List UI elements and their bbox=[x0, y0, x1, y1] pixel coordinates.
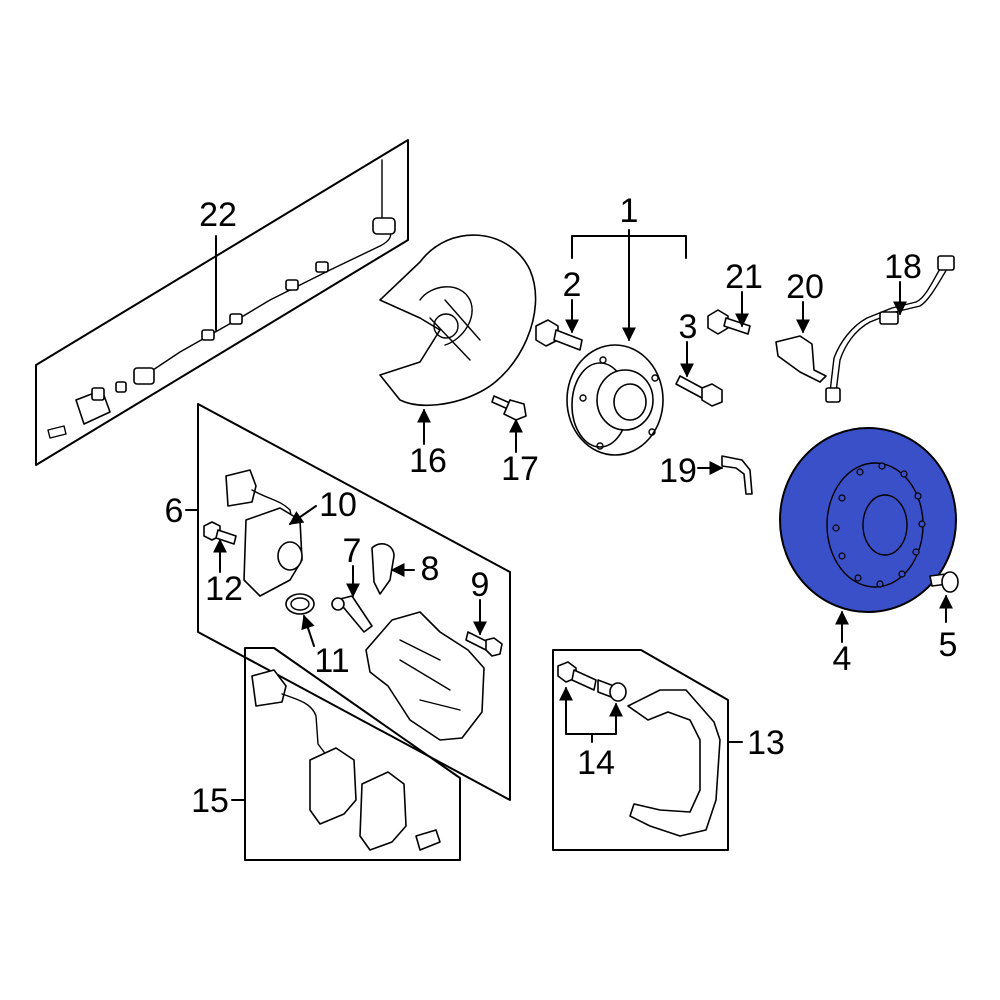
callout-8[interactable]: 8 bbox=[421, 550, 440, 588]
group-22-wheel-speed-sensor bbox=[35, 139, 409, 466]
group-6-caliper-assembly bbox=[197, 403, 511, 801]
callout-9[interactable]: 9 bbox=[471, 566, 490, 604]
part-17-bolt bbox=[491, 395, 527, 421]
callout-20[interactable]: 20 bbox=[786, 268, 824, 306]
part-18-brake-hose bbox=[825, 255, 955, 403]
part-3-bolt bbox=[675, 375, 723, 407]
part-16-dust-shield bbox=[379, 234, 537, 407]
callout-5[interactable]: 5 bbox=[939, 626, 958, 664]
callout-2[interactable]: 2 bbox=[563, 266, 582, 304]
part-4-brake-rotor bbox=[779, 427, 957, 613]
callout-3[interactable]: 3 bbox=[679, 308, 698, 346]
part-2-hub-bolt bbox=[535, 319, 583, 351]
part-5-rotor-screw bbox=[929, 571, 959, 593]
part-19-clip bbox=[721, 455, 753, 495]
callout-11[interactable]: 11 bbox=[314, 642, 349, 680]
callout-7[interactable]: 7 bbox=[343, 532, 362, 570]
rotor-bolt-holes bbox=[832, 462, 926, 588]
callout-15[interactable]: 15 bbox=[191, 782, 229, 820]
part-21-bolt bbox=[707, 309, 751, 335]
callout-22[interactable]: 22 bbox=[199, 196, 237, 234]
callout-16[interactable]: 16 bbox=[409, 442, 447, 480]
callout-labels: 1 2 3 4 5 6 7 8 9 10 11 12 13 14 15 16 1… bbox=[165, 192, 958, 820]
callout-4[interactable]: 4 bbox=[833, 640, 852, 678]
callout-10[interactable]: 10 bbox=[319, 486, 357, 524]
callout-14[interactable]: 14 bbox=[577, 744, 615, 782]
callout-13[interactable]: 13 bbox=[747, 724, 785, 762]
rotor-center-bore bbox=[862, 494, 908, 556]
callout-18[interactable]: 18 bbox=[884, 248, 922, 286]
callout-1[interactable]: 1 bbox=[620, 192, 639, 230]
group-15-brake-pads bbox=[244, 647, 461, 861]
part-20-bracket bbox=[775, 335, 827, 383]
callout-21[interactable]: 21 bbox=[725, 258, 763, 296]
callout-19[interactable]: 19 bbox=[659, 452, 697, 490]
callout-17[interactable]: 17 bbox=[501, 450, 539, 488]
callout-12[interactable]: 12 bbox=[205, 570, 243, 608]
callout-6[interactable]: 6 bbox=[165, 492, 184, 530]
group-13-caliper-bracket bbox=[552, 649, 729, 851]
leader-lines bbox=[185, 229, 953, 801]
part-1-wheel-hub bbox=[566, 344, 664, 456]
